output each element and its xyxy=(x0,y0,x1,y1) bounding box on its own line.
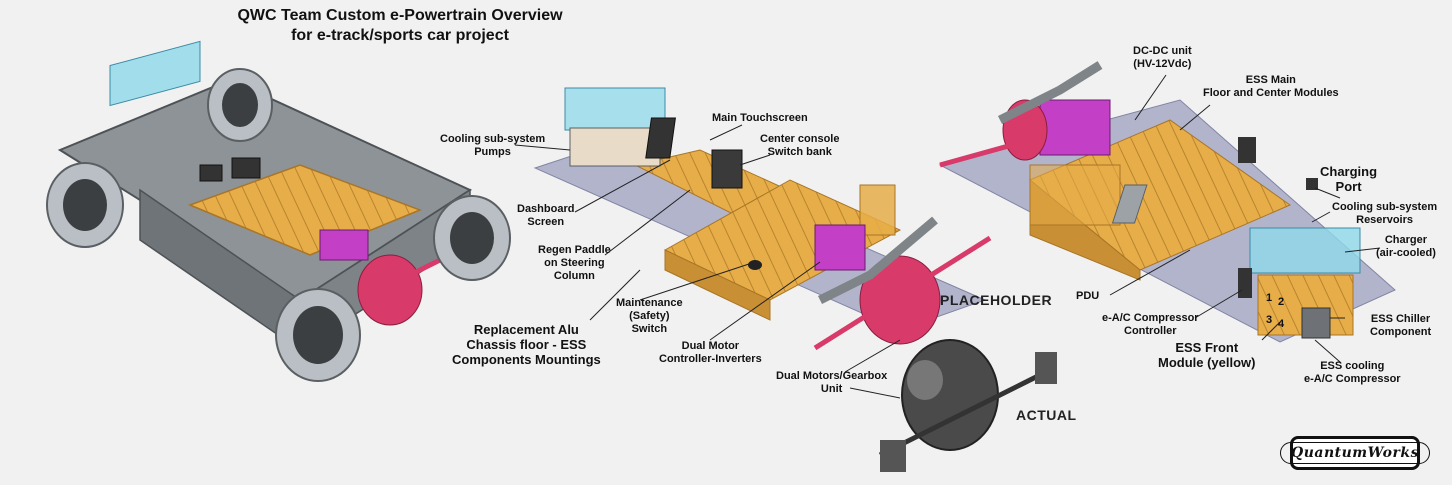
right-coolant-reservoirs xyxy=(1249,227,1361,274)
module-number-1: 1 xyxy=(1266,292,1273,304)
label-maintenance-switch: Maintenance (Safety) Switch xyxy=(616,297,683,335)
label-cooling-reservoirs: Cooling sub-system Reservoirs xyxy=(1332,201,1438,226)
chassis-coolant-tank xyxy=(109,40,201,107)
label-ess-front: ESS Front Module (yellow) xyxy=(1158,340,1256,370)
mid-ess-tower xyxy=(859,184,896,236)
right-suspension-arm xyxy=(997,61,1103,125)
chassis-touchscreen xyxy=(231,157,261,179)
label-charger: Charger (air-cooled) xyxy=(1376,234,1436,259)
diagram-title: QWC Team Custom e-Powertrain Overview fo… xyxy=(190,6,610,46)
mid-motor-gearbox xyxy=(859,255,941,345)
mid-pumps-block xyxy=(569,127,661,167)
mid-halfshaft xyxy=(813,235,992,351)
label-ess-chiller: ESS Chiller Component xyxy=(1370,313,1432,338)
mid-suspension-arm xyxy=(817,216,938,305)
mid-coolant-tank xyxy=(564,87,666,131)
label-ess-cooling-compressor: ESS cooling e-A/C Compressor xyxy=(1304,360,1401,385)
right-ess-view xyxy=(938,61,1396,343)
label-center-console: Center console Switch bank xyxy=(760,133,840,158)
right-halfshaft xyxy=(939,137,1031,168)
actual-tag: ACTUAL xyxy=(1016,407,1077,423)
label-pdu: PDU xyxy=(1076,290,1100,302)
mid-controller-inverters xyxy=(814,224,866,271)
chassis-motor xyxy=(357,254,423,326)
right-charging-port xyxy=(1306,178,1318,190)
actual-gearbox-photo xyxy=(878,339,1057,472)
module-number-3: 3 xyxy=(1266,314,1273,326)
right-pdu xyxy=(1111,184,1148,224)
right-chiller xyxy=(1301,307,1331,339)
label-ess-main: ESS Main Floor and Center Modules xyxy=(1203,74,1339,99)
car-wheels xyxy=(46,68,511,382)
mid-powertrain-view xyxy=(533,87,1057,472)
right-ac-controller xyxy=(1238,268,1252,298)
label-ac-controller: e-A/C Compressor Controller xyxy=(1102,312,1199,337)
mid-dashboard-screen xyxy=(645,117,676,159)
right-charger-unit xyxy=(1238,137,1256,163)
wheel-rear-right xyxy=(207,68,273,142)
label-dual-motors-gearbox: Dual Motors/Gearbox Unit xyxy=(776,370,888,395)
title-line-1: QWC Team Custom e-Powertrain Overview xyxy=(237,7,563,24)
label-replacement-floor: Replacement Alu Chassis floor - ESS Comp… xyxy=(452,322,601,367)
mid-battery-module-side xyxy=(664,249,771,321)
title-line-2: for e-track/sports car project xyxy=(291,27,509,44)
module-number-4: 4 xyxy=(1278,318,1285,330)
leader-lines xyxy=(514,74,1381,399)
quantumworks-logo: QuantumWorks xyxy=(1280,436,1430,470)
label-dashboard-screen: Dashboard Screen xyxy=(517,203,575,228)
car-chassis-view xyxy=(57,40,473,352)
module-number-2: 2 xyxy=(1278,296,1285,308)
right-dcdc-unit xyxy=(1039,99,1111,156)
placeholder-tag: PLACEHOLDER xyxy=(940,292,1053,308)
label-main-touchscreen: Main Touchscreen xyxy=(712,112,808,124)
label-charging-port: Charging Port xyxy=(1320,164,1378,194)
label-dual-motor-controller: Dual Motor Controller-Inverters xyxy=(659,340,762,365)
mid-switch-bank xyxy=(711,149,743,189)
wheel-front-left xyxy=(275,288,361,382)
wheel-rear-left xyxy=(46,162,124,248)
logo-text: QuantumWorks xyxy=(1280,442,1430,464)
mid-maintenance-switch xyxy=(748,260,762,270)
label-regen-paddle: Regen Paddle on Steering Column xyxy=(538,244,611,282)
label-dcdc-unit: DC-DC unit (HV-12Vdc) xyxy=(1133,45,1192,70)
label-cooling-pumps: Cooling sub-system Pumps xyxy=(440,133,546,158)
chassis-inverter xyxy=(319,229,369,261)
wheel-front-right xyxy=(433,195,511,281)
right-ess-wall xyxy=(1029,164,1121,226)
chassis-dashboard xyxy=(199,164,223,182)
